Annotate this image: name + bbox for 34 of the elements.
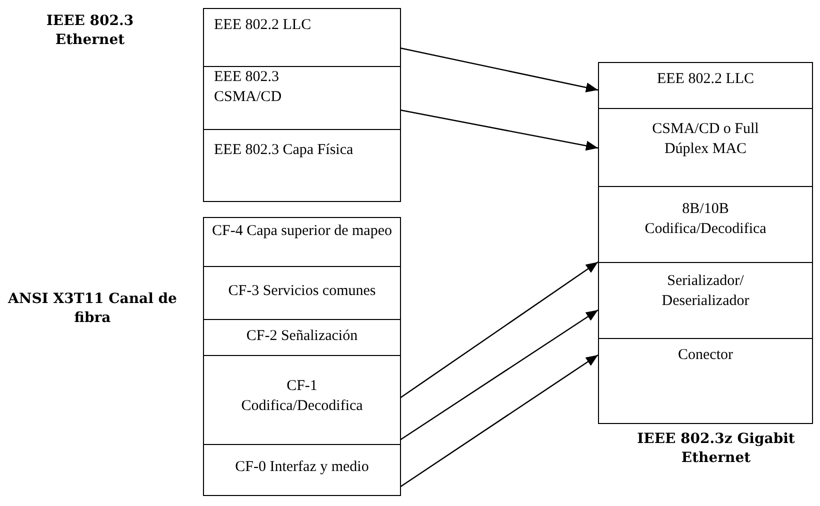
layer-box (203, 8, 401, 67)
arrow (400, 109, 598, 151)
layer-name: Conector (678, 346, 733, 365)
layer-name: 8B/10B Codifica/Decodifica (644, 200, 768, 239)
layer-name: EEE 802.3 CSMA/CD (214, 68, 283, 107)
layer-name: EEE 802.2 LLC (656, 70, 754, 89)
layer-box (203, 319, 401, 356)
layer-box (203, 129, 401, 202)
layer-name: EEE 802.2 LLC (214, 16, 312, 35)
layer-name: CF-0 Interfaz y medio (235, 458, 369, 477)
layer-box (598, 62, 813, 109)
stack-title: IEEE 802.3 Ethernet (45, 12, 135, 50)
layer-box (598, 338, 813, 424)
layer-name: Serializador/ Deserializador (660, 272, 750, 311)
stack-title: ANSI X3T11 Canal de fibra (6, 290, 178, 328)
layer-box (203, 66, 401, 130)
layer-name: CF-4 Capa superior de mapeo (212, 222, 392, 241)
layer-name: CF-2 Señalización (246, 327, 358, 346)
layer-box (598, 262, 813, 339)
layer-box (598, 108, 813, 187)
layer-name: EEE 802.3 Capa Física (214, 141, 354, 160)
layer-box (203, 355, 401, 445)
arrow (400, 261, 598, 399)
arrow (400, 47, 598, 92)
stack-title: IEEE 802.3z Gigabit Ethernet (636, 430, 796, 468)
layer-box (203, 266, 401, 320)
layer-box (598, 186, 813, 263)
layer-name: CF-1 Codifica/Decodifica (240, 377, 364, 416)
layer-name: CF-3 Servicios comunes (228, 282, 376, 301)
layer-box (203, 217, 401, 267)
layer-name: CSMA/CD o Full Dúplex MAC (651, 120, 760, 159)
arrow (400, 354, 598, 488)
layer-box (203, 444, 401, 496)
arrow (400, 309, 598, 441)
